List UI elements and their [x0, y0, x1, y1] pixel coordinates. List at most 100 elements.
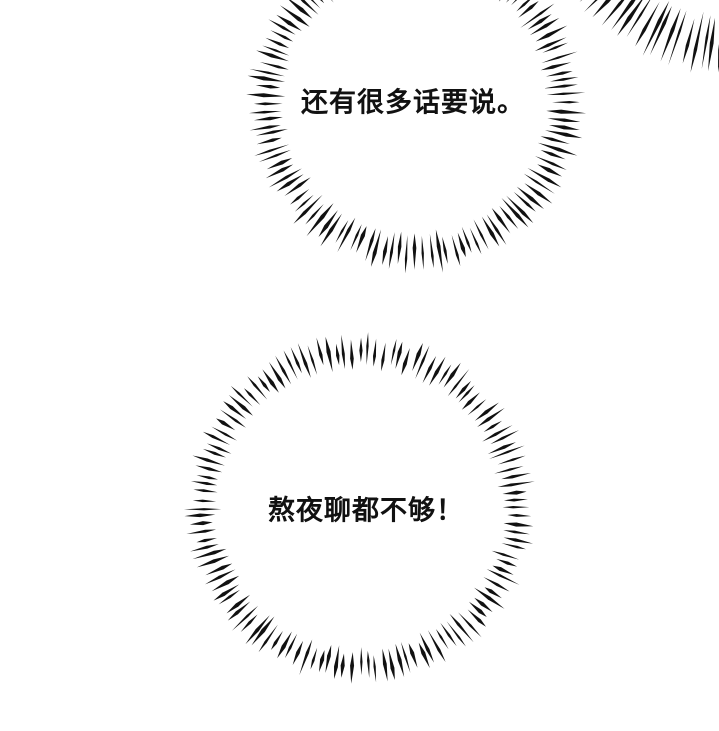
speed-line-ray	[290, 188, 310, 205]
speed-line-ray	[474, 587, 505, 609]
speed-line-ray	[270, 30, 294, 42]
speed-line-ray	[549, 124, 580, 131]
speed-line-ray	[708, 17, 716, 72]
speed-line-ray	[506, 195, 534, 224]
speed-line-ray	[276, 14, 302, 31]
speed-line-ray	[246, 93, 286, 98]
speed-line-ray	[546, 109, 587, 114]
speed-line-ray	[579, 0, 583, 2]
speed-line-ray	[288, 0, 313, 19]
speed-line-ray	[547, 118, 581, 122]
burst-bubble-1-rays	[246, 0, 587, 274]
speed-line-ray	[527, 13, 552, 30]
speed-line-ray	[350, 339, 354, 370]
speed-line-ray	[545, 71, 573, 77]
speed-line-ray	[418, 642, 430, 669]
speed-line-ray	[388, 648, 395, 680]
speed-line-ray	[266, 157, 293, 170]
speed-line-ray	[365, 228, 376, 262]
speed-line-ray	[527, 167, 562, 188]
speed-line-ray	[373, 338, 377, 367]
speed-line-ray	[192, 499, 217, 503]
speed-line-ray	[499, 205, 519, 230]
speed-line-ray	[373, 655, 377, 683]
speed-line-ray	[334, 645, 340, 679]
speed-line-ray	[202, 448, 227, 458]
speed-line-ray	[382, 648, 388, 682]
speed-line-ray	[268, 19, 296, 35]
speed-line-ray	[455, 380, 472, 399]
speed-line-ray	[320, 0, 325, 4]
speed-line-ray	[537, 142, 578, 156]
speed-line-ray	[205, 563, 233, 576]
speed-line-ray	[520, 3, 555, 28]
speed-line-ray	[412, 233, 417, 270]
speed-line-ray	[196, 555, 230, 568]
speed-line-ray	[245, 615, 270, 645]
speed-line-ray	[626, 0, 651, 37]
speed-line-ray	[279, 5, 310, 27]
speed-line-ray	[277, 631, 292, 659]
speed-line-ray	[524, 183, 553, 204]
speed-line-ray	[270, 630, 283, 651]
speed-line-ray	[503, 498, 528, 502]
speed-line-ray	[193, 489, 218, 493]
speed-line-ray	[438, 364, 452, 385]
speed-line-ray	[461, 392, 480, 410]
burst-bubble-3-partial-rays	[579, 0, 719, 73]
speed-line-ray	[443, 362, 461, 388]
speed-line-ray	[507, 514, 532, 517]
speed-line-ray	[668, 10, 687, 66]
speed-line-ray	[306, 203, 334, 237]
speed-line-ray	[449, 613, 474, 643]
speed-line-ray	[419, 632, 434, 663]
speed-line-ray	[307, 345, 318, 375]
speed-line-ray	[400, 641, 411, 673]
speed-line-ray	[390, 339, 397, 366]
speed-line-ray	[497, 455, 526, 465]
speed-line-ray	[360, 647, 363, 676]
speed-line-ray	[247, 376, 268, 400]
speed-line-ray	[249, 110, 282, 114]
speed-line-ray	[617, 0, 643, 36]
speed-line-ray	[265, 37, 290, 49]
speed-line-ray	[253, 102, 283, 106]
speed-line-ray	[435, 229, 443, 273]
speed-line-ray	[213, 584, 240, 601]
speed-line-ray	[190, 481, 218, 486]
speed-line-ray	[496, 558, 518, 567]
speed-line-ray	[251, 616, 275, 646]
speed-line-ray	[503, 522, 534, 527]
speed-line-ray	[257, 376, 270, 393]
speed-line-ray	[310, 0, 321, 9]
speed-line-ray	[195, 465, 223, 473]
speed-line-ray	[701, 15, 711, 70]
speed-line-ray	[421, 235, 424, 270]
speed-line-ray	[501, 473, 531, 480]
speed-line-ray	[649, 5, 672, 56]
speed-line-ray	[259, 62, 289, 70]
speed-line-ray	[501, 543, 526, 550]
speed-line-ray	[211, 426, 237, 441]
speed-line-ray	[516, 186, 545, 210]
speed-line-ray	[501, 198, 529, 228]
speed-line-ray	[371, 229, 382, 267]
speed-line-ray	[422, 355, 437, 384]
speed-line-ray	[451, 234, 461, 266]
speed-line-ray	[256, 137, 282, 145]
speed-line-ray	[340, 653, 345, 678]
speed-line-ray	[196, 475, 218, 480]
speed-line-ray	[486, 569, 520, 585]
speed-line-ray	[255, 85, 281, 89]
speed-line-ray	[240, 614, 258, 632]
speed-line-ray	[529, 17, 560, 36]
speed-line-ray	[584, 0, 598, 12]
speed-line-ray	[227, 601, 251, 621]
speed-line-ray	[502, 490, 527, 495]
speech-bubble-1-text: 还有很多话要说。	[301, 87, 525, 119]
speed-line-ray	[359, 337, 363, 362]
speed-line-ray	[249, 68, 285, 77]
speed-line-ray	[183, 508, 222, 511]
